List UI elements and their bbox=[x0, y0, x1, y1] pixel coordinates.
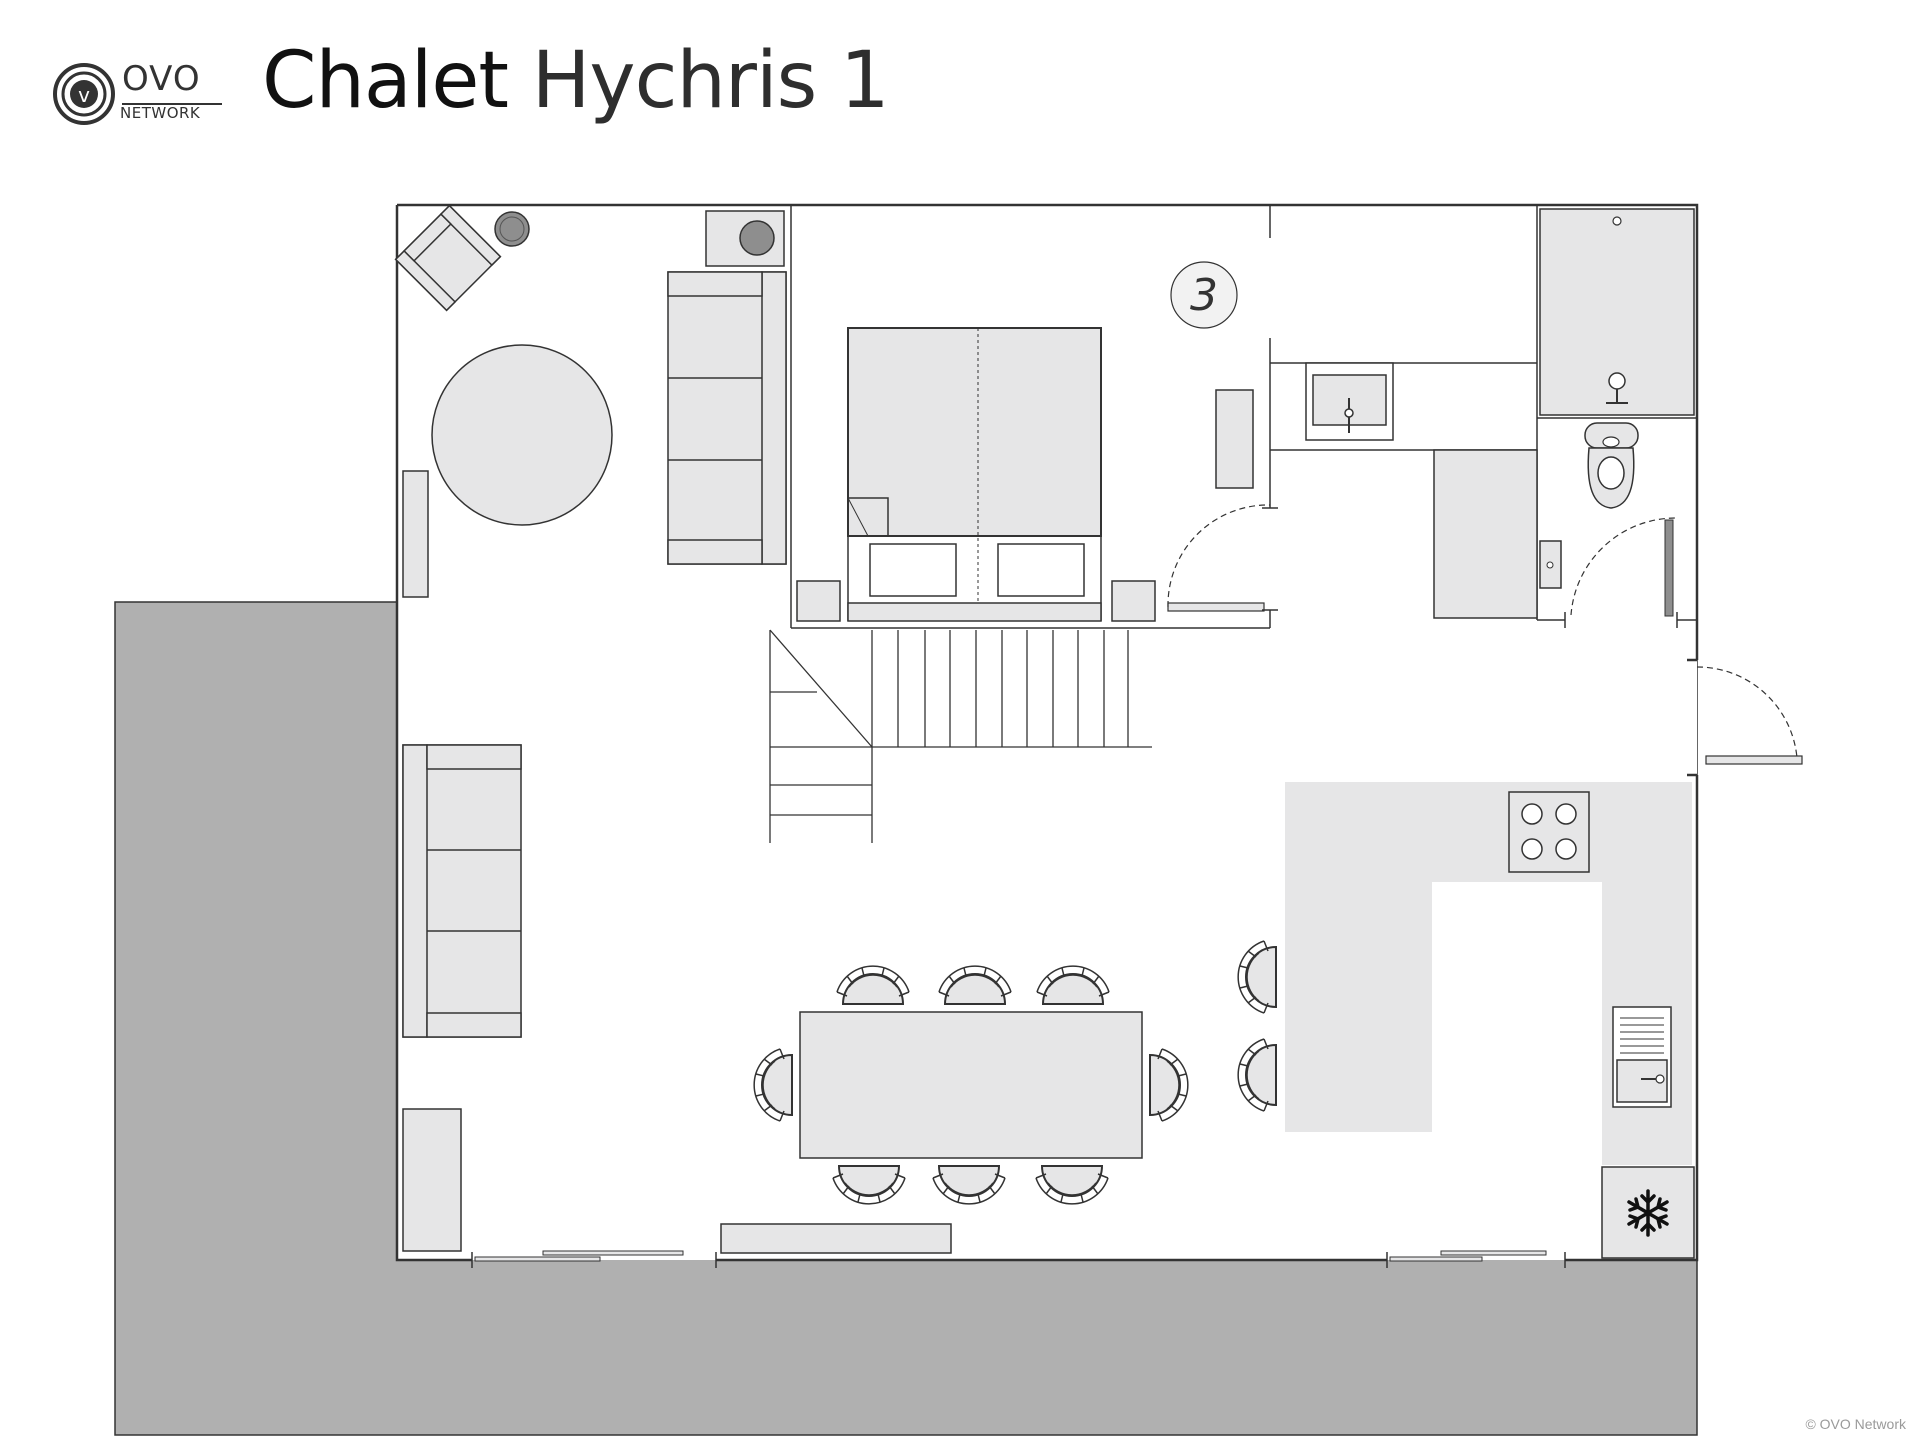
bedroom-door bbox=[1167, 504, 1278, 612]
sideboard bbox=[720, 1223, 952, 1254]
armchair bbox=[394, 204, 502, 312]
wall-radiator bbox=[402, 470, 429, 598]
snowflake-icon bbox=[1627, 1189, 1669, 1237]
sliding-door-left bbox=[471, 1250, 717, 1268]
wardrobe bbox=[1215, 389, 1254, 489]
header: v OVO NETWORK Chalet Hychris 1 bbox=[0, 0, 1920, 150]
page-title: Chalet Hychris 1 bbox=[262, 42, 890, 120]
ovo-logo-mark-icon: v bbox=[53, 63, 115, 125]
entrance-door bbox=[1696, 666, 1803, 765]
side-table-with-lamp bbox=[705, 210, 785, 267]
logo-subtitle: NETWORK bbox=[120, 104, 201, 122]
title-name: Hychris 1 bbox=[531, 36, 890, 126]
logo-divider bbox=[122, 103, 222, 105]
kitchen-sink bbox=[1612, 1006, 1672, 1108]
sliding-door-right bbox=[1386, 1250, 1566, 1268]
floor-lamp bbox=[494, 211, 530, 247]
logo-word: OVO bbox=[122, 59, 201, 99]
copyright-notice: © OVO Network bbox=[1805, 1416, 1906, 1432]
kitchen-counter bbox=[1285, 782, 1692, 1165]
staircase bbox=[769, 629, 1152, 843]
cooktop bbox=[1508, 791, 1590, 873]
sofa-top bbox=[667, 271, 787, 565]
sofa-left bbox=[402, 744, 522, 1038]
ovo-network-logo: v OVO NETWORK bbox=[52, 62, 222, 132]
bathroom-cabinet bbox=[1433, 449, 1538, 619]
shower bbox=[1539, 208, 1695, 416]
washbasin bbox=[1270, 362, 1537, 441]
toilet bbox=[1584, 422, 1639, 509]
nightstand-left bbox=[796, 580, 841, 622]
logo-mark-letter: v bbox=[78, 83, 90, 107]
outer-walls bbox=[395, 203, 1699, 1262]
wc-door bbox=[1570, 517, 1676, 616]
room-number: 3 bbox=[1190, 270, 1218, 321]
freezer bbox=[1601, 1166, 1695, 1259]
cabinet bbox=[402, 1108, 462, 1252]
dining-table bbox=[799, 1011, 1143, 1159]
title-chalet: Chalet bbox=[262, 36, 509, 126]
towel-radiator bbox=[1664, 519, 1674, 617]
room-number-badge bbox=[1170, 261, 1238, 329]
round-rug bbox=[431, 344, 613, 526]
double-bed bbox=[847, 327, 1102, 622]
nightstand-right bbox=[1111, 580, 1156, 622]
small-sink bbox=[1539, 540, 1562, 589]
